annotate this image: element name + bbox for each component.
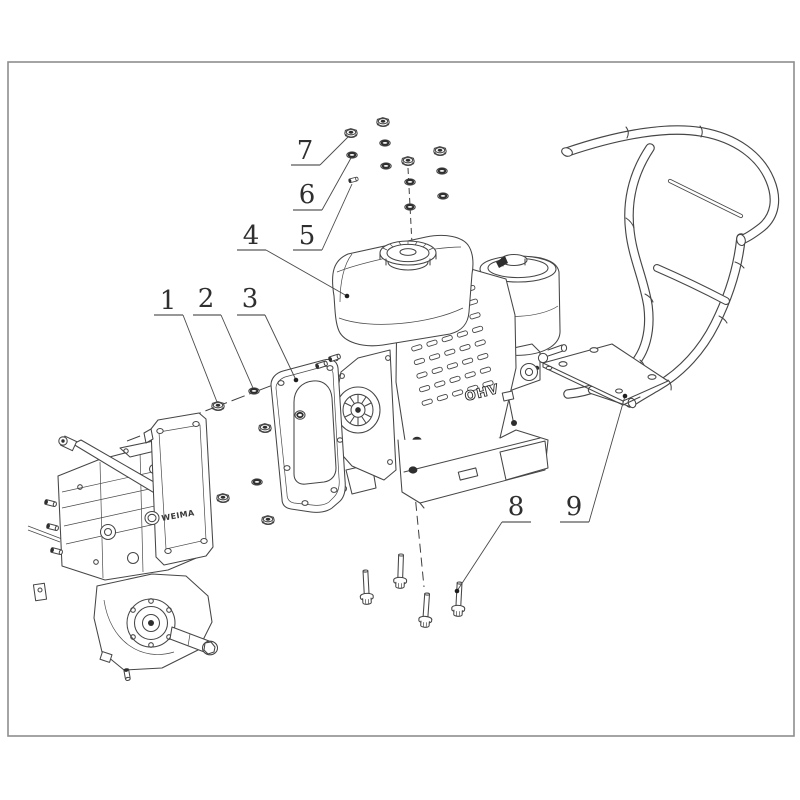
stud-item5 <box>347 176 359 184</box>
fuel-tank <box>332 234 474 347</box>
callout-number: 1 <box>160 286 177 316</box>
callout-6: 6 <box>293 157 352 211</box>
cap-ribs <box>382 241 434 251</box>
flange-hole <box>192 420 200 428</box>
leader-dot <box>293 377 299 383</box>
callout-4: 4 <box>237 221 350 299</box>
fuel-petcock <box>501 390 517 426</box>
callout-number: 6 <box>299 180 316 210</box>
hex-nut <box>376 116 390 128</box>
leader-dot <box>454 588 460 594</box>
washer <box>436 191 450 201</box>
callout-1: 1 <box>154 286 218 403</box>
handlebar-grip-end <box>561 147 573 157</box>
housing-bolts <box>130 598 172 648</box>
hex-nut <box>433 145 447 157</box>
output-shaft <box>169 626 219 656</box>
handlebar-tube-end <box>736 233 746 247</box>
flange-bolt <box>417 592 435 629</box>
engine: OHV <box>320 234 568 509</box>
flange-hole <box>164 547 172 555</box>
hex-nut-item7 <box>344 127 358 139</box>
leader-line <box>456 521 503 592</box>
leader-dot <box>622 393 628 399</box>
washer-item6 <box>345 150 359 160</box>
gasket-holes <box>277 365 344 506</box>
drawing-border <box>7 61 795 737</box>
callout-5: 5 <box>293 183 353 251</box>
hex-nut-item1 <box>211 400 225 412</box>
callout-7: 7 <box>291 135 350 166</box>
fuel-cap <box>379 240 437 271</box>
leader-line <box>265 249 348 297</box>
flange-bolt <box>392 553 409 590</box>
callout-8: 8 <box>454 492 531 594</box>
callout-number: 8 <box>508 492 525 522</box>
callout-9: 9 <box>560 393 628 523</box>
callout-number: 3 <box>242 284 259 314</box>
flywheel-cover <box>320 349 397 481</box>
washer <box>403 177 417 187</box>
mounting-bolts <box>358 553 467 629</box>
callout-number: 2 <box>198 284 215 314</box>
leader-line <box>319 135 350 166</box>
transmission-gearbox: WEIMA <box>27 412 219 682</box>
gasket-plate <box>270 353 346 513</box>
flange-hole <box>156 427 164 435</box>
callout-2: 2 <box>193 284 254 389</box>
callout-number: 7 <box>297 136 314 166</box>
callout-number: 9 <box>566 492 583 522</box>
plate-hole <box>558 361 568 367</box>
washer <box>403 202 417 212</box>
flange-hole <box>200 537 208 545</box>
hex-nut <box>258 422 272 434</box>
carburetor-details <box>494 343 568 391</box>
top-fasteners <box>344 116 450 212</box>
plate-hole <box>647 374 657 380</box>
flange-bolt <box>358 569 375 606</box>
mount-boss <box>408 466 418 474</box>
callout-number: 4 <box>243 221 260 251</box>
lower-gear-housing <box>93 573 219 682</box>
leader-line <box>264 314 297 381</box>
loose-fasteners-middle <box>211 386 275 526</box>
frame-cross-tube <box>653 264 730 305</box>
handle-frame <box>534 125 780 409</box>
plate-hole <box>545 365 553 371</box>
depth-rod <box>27 525 63 543</box>
hex-nut <box>216 492 230 504</box>
mounting-stud <box>327 353 342 363</box>
frame-diagonal-brace <box>667 178 744 219</box>
hex-nut <box>261 514 275 526</box>
frame-handlebar <box>561 125 780 247</box>
callout-3: 3 <box>237 284 299 383</box>
leader-line <box>588 395 626 523</box>
gearbox-mounting-flange <box>143 412 214 566</box>
leader-line <box>321 157 352 211</box>
washer <box>250 477 264 487</box>
engine-base <box>333 429 549 509</box>
hex-nut <box>401 155 415 167</box>
leader-line <box>220 314 254 389</box>
gasket-arch-cutout <box>293 380 337 485</box>
flange-bolt-item8 <box>450 581 467 618</box>
washer <box>379 161 393 171</box>
plate-hole <box>589 347 599 353</box>
leader-line <box>182 314 218 403</box>
washer <box>378 138 392 148</box>
callout-number: 5 <box>299 221 316 251</box>
intake-elbow <box>496 256 508 268</box>
washer-item2 <box>247 386 261 396</box>
frame-right-rail <box>625 233 746 408</box>
plate-hole <box>615 388 623 394</box>
leader-line <box>321 183 353 251</box>
leader-dot <box>344 293 350 299</box>
cooling-fins <box>344 394 372 426</box>
washer <box>435 166 449 176</box>
